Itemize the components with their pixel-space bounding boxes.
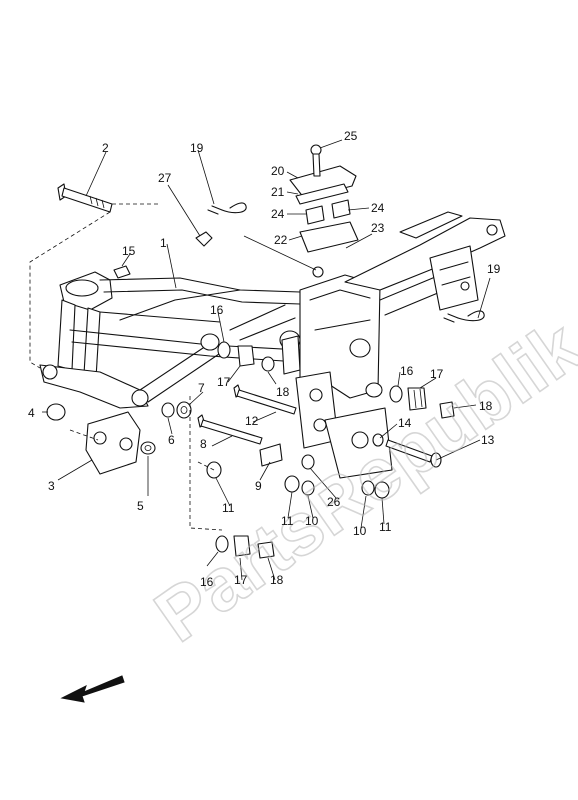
label-19b: 19 <box>487 262 501 276</box>
label-15: 15 <box>122 244 136 258</box>
seat-bracket-20-25 <box>289 144 359 278</box>
label-17a: 17 <box>217 375 231 389</box>
label-20: 20 <box>271 164 285 178</box>
label-8: 8 <box>200 437 207 451</box>
label-13: 13 <box>481 433 495 447</box>
label-18b: 18 <box>479 399 493 413</box>
reference-lines <box>29 203 223 531</box>
label-27: 27 <box>158 171 172 185</box>
clips-19 <box>207 202 485 323</box>
leader-lines <box>42 139 491 581</box>
label-11a: 11 <box>222 501 235 515</box>
label-10a: 10 <box>305 514 319 528</box>
label-19a: 19 <box>190 141 204 155</box>
label-14: 14 <box>398 416 412 430</box>
bolt-8 <box>197 414 263 445</box>
label-25: 25 <box>344 129 358 143</box>
label-18c: 18 <box>270 573 284 587</box>
label-11b: 11 <box>281 514 294 528</box>
washers-6-7 <box>161 401 192 419</box>
label-24a: 24 <box>271 207 285 221</box>
label-16a: 16 <box>210 303 224 317</box>
label-1: 1 <box>160 236 167 250</box>
label-7: 7 <box>198 381 205 395</box>
label-5: 5 <box>137 499 144 513</box>
label-10b: 10 <box>353 524 367 538</box>
label-9: 9 <box>255 479 262 493</box>
label-2: 2 <box>102 141 109 155</box>
label-22: 22 <box>274 233 288 247</box>
main-frame <box>39 211 506 479</box>
label-21: 21 <box>271 185 285 199</box>
nut-5 <box>140 441 156 455</box>
label-3: 3 <box>48 479 55 493</box>
part-labels: 1 2 3 4 5 6 7 8 9 10 10 11 11 11 12 13 1… <box>28 129 501 589</box>
label-12: 12 <box>245 414 259 428</box>
label-6: 6 <box>168 433 175 447</box>
label-16b: 16 <box>400 364 414 378</box>
label-26: 26 <box>327 495 341 509</box>
label-16c: 16 <box>200 575 214 589</box>
bolt-12 <box>233 384 297 415</box>
label-18a: 18 <box>276 385 290 399</box>
front-arrow-icon <box>60 675 125 703</box>
engine-mount-bracket-3 <box>85 411 141 475</box>
label-4: 4 <box>28 406 35 420</box>
bolt-2 <box>57 183 113 213</box>
cap-4 <box>46 403 66 421</box>
label-11c: 11 <box>379 520 392 534</box>
label-23: 23 <box>371 221 385 235</box>
cap-27 <box>195 231 213 247</box>
bracket-9 <box>259 443 283 467</box>
label-17c: 17 <box>234 573 248 587</box>
cap-15 <box>113 265 131 279</box>
label-17b: 17 <box>430 367 444 381</box>
label-24b: 24 <box>371 201 385 215</box>
washer-14 <box>372 433 384 447</box>
collars-10-11-26 <box>206 454 390 499</box>
